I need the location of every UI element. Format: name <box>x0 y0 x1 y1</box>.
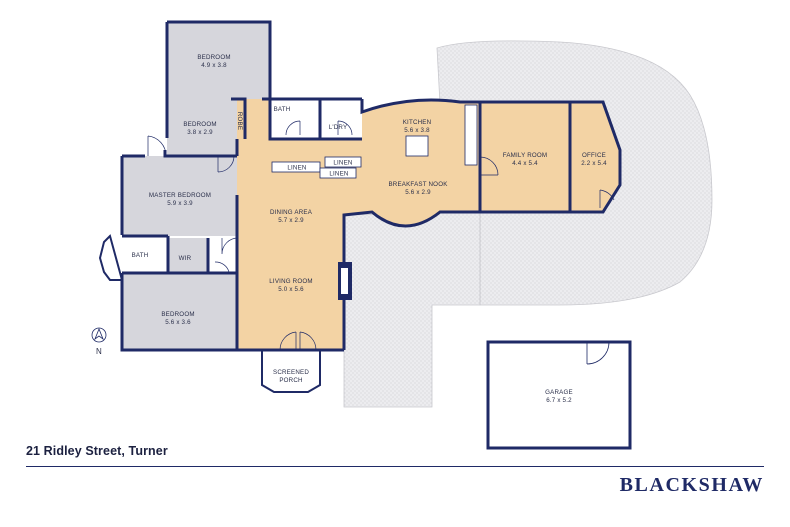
bath-ensuite-area <box>104 236 168 273</box>
garage-area <box>486 340 632 450</box>
kitchen-label: KITCHEN <box>403 119 432 126</box>
office-area <box>570 102 620 212</box>
bedroom-2-area <box>167 99 231 157</box>
linen-2-label: LINEN <box>333 160 352 167</box>
fireplace-hearth <box>341 268 348 294</box>
garage-label: GARAGE <box>545 389 573 396</box>
dining-area-dims: 5.7 x 2.9 <box>278 217 304 224</box>
paved-area-east <box>436 40 713 306</box>
bedroom-3-label: BEDROOM <box>161 311 194 318</box>
linen-1-area <box>271 161 321 173</box>
door-swings <box>147 120 615 351</box>
bedroom-3-area <box>122 273 237 350</box>
robe-label: ROBE <box>236 112 243 130</box>
bath-ensuite-label: BATH <box>132 252 149 259</box>
office-label: OFFICE <box>582 152 606 159</box>
footer-divider <box>26 466 764 467</box>
bedroom-2-dims: 3.8 x 2.9 <box>187 129 213 136</box>
garage-dims: 6.7 x 5.2 <box>546 397 572 404</box>
bedroom-1-label: BEDROOM <box>197 54 230 61</box>
wir-label: WIR <box>179 255 192 262</box>
wir-area <box>168 238 208 272</box>
bedroom-3-dims: 5.6 x 3.6 <box>165 319 191 326</box>
bedroom-2-label: BEDROOM <box>183 121 216 128</box>
laundry-label: L'DRY <box>329 124 348 131</box>
paved-area-south <box>343 211 481 408</box>
bath-upper-area <box>270 99 320 139</box>
living-room-dims: 5.0 x 5.6 <box>278 286 304 293</box>
screened-porch-label-line2: PORCH <box>279 377 302 384</box>
linen-3-area <box>319 167 357 179</box>
family-room-dims: 4.4 x 5.4 <box>512 160 538 167</box>
living-room-label: LIVING ROOM <box>269 278 312 285</box>
kitchen-bench <box>464 104 478 166</box>
walls <box>120 20 622 352</box>
compass <box>91 327 107 343</box>
brand-logo: BLACKSHAW <box>619 474 764 496</box>
linen-3-label: LINEN <box>329 171 348 178</box>
kitchen-dims: 5.6 x 3.8 <box>404 127 430 134</box>
family-room-label: FAMILY ROOM <box>503 152 548 159</box>
screened-porch-label: SCREENED <box>273 369 309 376</box>
bath-upper-label: BATH <box>274 106 291 113</box>
linen-2-area <box>324 156 362 168</box>
property-address: 21 Ridley Street, Turner <box>26 444 168 458</box>
master-bedroom-label: MASTER BEDROOM <box>149 192 211 199</box>
laundry-area <box>322 99 362 139</box>
bay-window <box>98 234 124 281</box>
bedroom-1-dims: 4.9 x 3.8 <box>201 62 227 69</box>
breakfast-nook-dims: 5.6 x 2.9 <box>405 189 431 196</box>
kitchen-island <box>405 135 429 157</box>
compass-north-label: N <box>96 347 102 356</box>
family-room-area <box>480 102 570 212</box>
garage-door-swing <box>586 341 610 365</box>
office-dims: 2.2 x 5.4 <box>581 160 607 167</box>
master-bedroom-dims: 5.9 x 3.9 <box>167 200 193 207</box>
bedroom-1-area <box>167 22 270 99</box>
dining-area-label: DINING AREA <box>270 209 313 216</box>
linen-1-label: LINEN <box>287 165 306 172</box>
breakfast-nook-label: BREAKFAST NOOK <box>388 181 448 188</box>
